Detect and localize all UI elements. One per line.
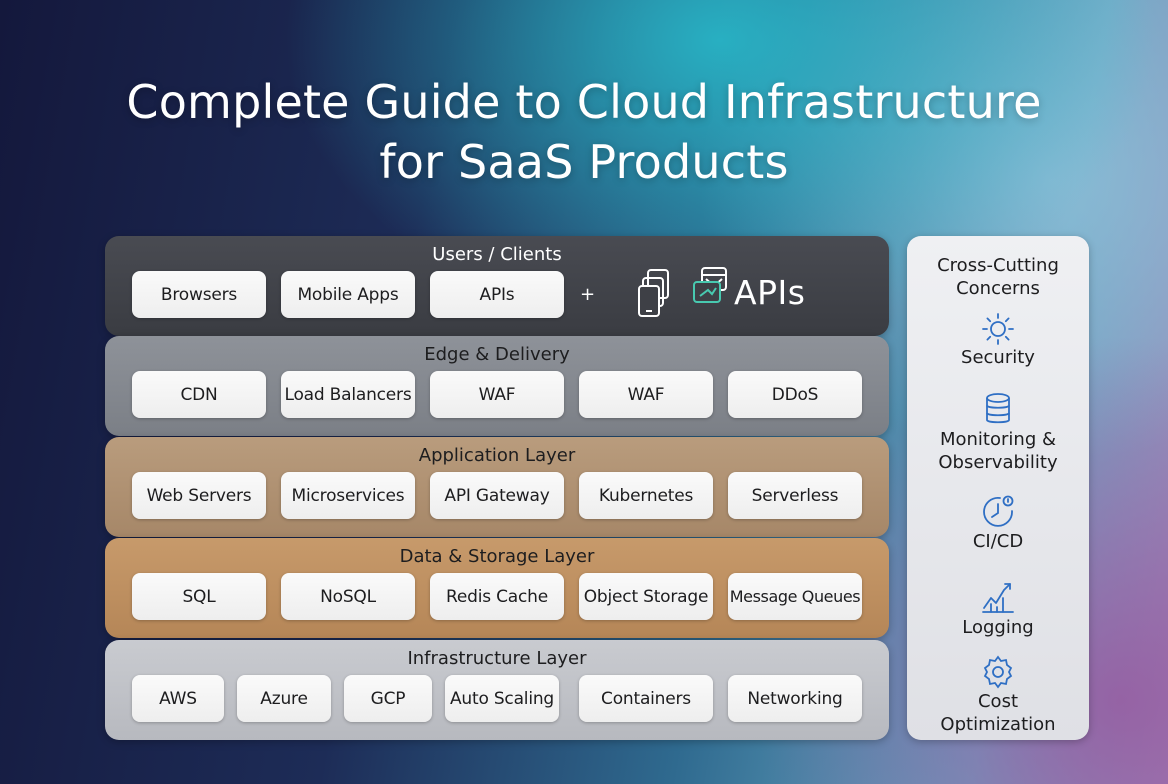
cross-cutting-panel: Cross-Cutting Concerns Security [907,236,1089,740]
sidebar-item-label-2: Observability [938,452,1058,473]
card-mobile-apps[interactable]: Mobile Apps [281,271,415,318]
apis-graphic: APIs [638,266,805,318]
trend-chart-icon [982,583,1014,613]
sidebar-item-label-2: Optimization [940,714,1056,735]
sidebar-item-label: Monitoring & [939,429,1056,450]
title-line-1: Complete Guide to Cloud Infrastructure [126,75,1042,129]
card-ddos[interactable]: DDoS [728,371,862,418]
sidebar-title-line-2: Concerns [956,278,1040,299]
layer-title: Users / Clients [432,244,562,265]
card-cdn[interactable]: CDN [132,371,266,418]
layer-title: Application Layer [418,445,576,466]
layer-application: Application Layer Web Servers Microservi… [105,437,889,537]
sidebar-item-label: Security [961,347,1035,368]
layer-data-storage: Data & Storage Layer SQL NoSQL Redis Cac… [105,538,889,638]
card-message-queues[interactable]: Message Queues [728,573,862,620]
gear-icon [983,655,1013,689]
clock-icon [983,495,1014,527]
layer-edge-delivery: Edge & Delivery CDN Load Balancers WAF W… [105,336,889,436]
card-api-gateway[interactable]: API Gateway [430,472,564,519]
sidebar-item-label: Logging [962,617,1034,638]
card-containers[interactable]: Containers [579,675,713,722]
layer-title: Edge & Delivery [424,344,570,365]
sidebar-item-monitoring[interactable]: Monitoring & Observability [907,392,1089,474]
card-load-balancers[interactable]: Load Balancers [281,371,415,418]
card-auto-scaling[interactable]: Auto Scaling [445,675,559,722]
layer-users-clients: Users / Clients Browsers Mobile Apps API… [105,236,889,336]
card-waf[interactable]: WAF [430,371,564,418]
card-gcp[interactable]: GCP [344,675,432,722]
card-web-servers[interactable]: Web Servers [132,472,266,519]
page-title: Complete Guide to Cloud Infrastructure f… [0,72,1168,192]
layer-title: Data & Storage Layer [399,546,595,567]
plus-sign: + [580,284,596,305]
database-icon [986,393,1010,424]
card-apis[interactable]: APIs [430,271,564,318]
card-browsers[interactable]: Browsers [132,271,266,318]
sidebar-item-cicd[interactable]: CI/CD [907,494,1089,553]
card-kubernetes[interactable]: Kubernetes [579,472,713,519]
card-aws[interactable]: AWS [132,675,224,722]
card-nosql[interactable]: NoSQL [281,573,415,620]
sidebar-title-line-1: Cross-Cutting [937,255,1059,276]
apis-label: APIs [734,272,806,312]
title-line-2: for SaaS Products [379,135,789,189]
sidebar-item-label: CI/CD [972,531,1024,552]
card-waf-2[interactable]: WAF [579,371,713,418]
card-networking[interactable]: Networking [728,675,862,722]
layer-title: Infrastructure Layer [407,648,587,669]
sidebar-item-security[interactable]: Security [907,312,1089,369]
sun-icon [982,313,1014,345]
sidebar-item-logging[interactable]: Logging [907,580,1089,639]
sidebar-item-label: Cost [977,691,1019,712]
card-object-storage[interactable]: Object Storage [579,573,713,620]
sidebar-title: Cross-Cutting Concerns [907,254,1089,300]
layer-infrastructure: Infrastructure Layer AWS Azure GCP Auto … [105,640,889,740]
card-azure[interactable]: Azure [237,675,331,722]
card-sql[interactable]: SQL [132,573,266,620]
devices-icon [638,267,727,317]
card-serverless[interactable]: Serverless [728,472,862,519]
sidebar-item-cost-optimization[interactable]: Cost Optimization [907,654,1089,736]
card-redis-cache[interactable]: Redis Cache [430,573,564,620]
card-microservices[interactable]: Microservices [281,472,415,519]
